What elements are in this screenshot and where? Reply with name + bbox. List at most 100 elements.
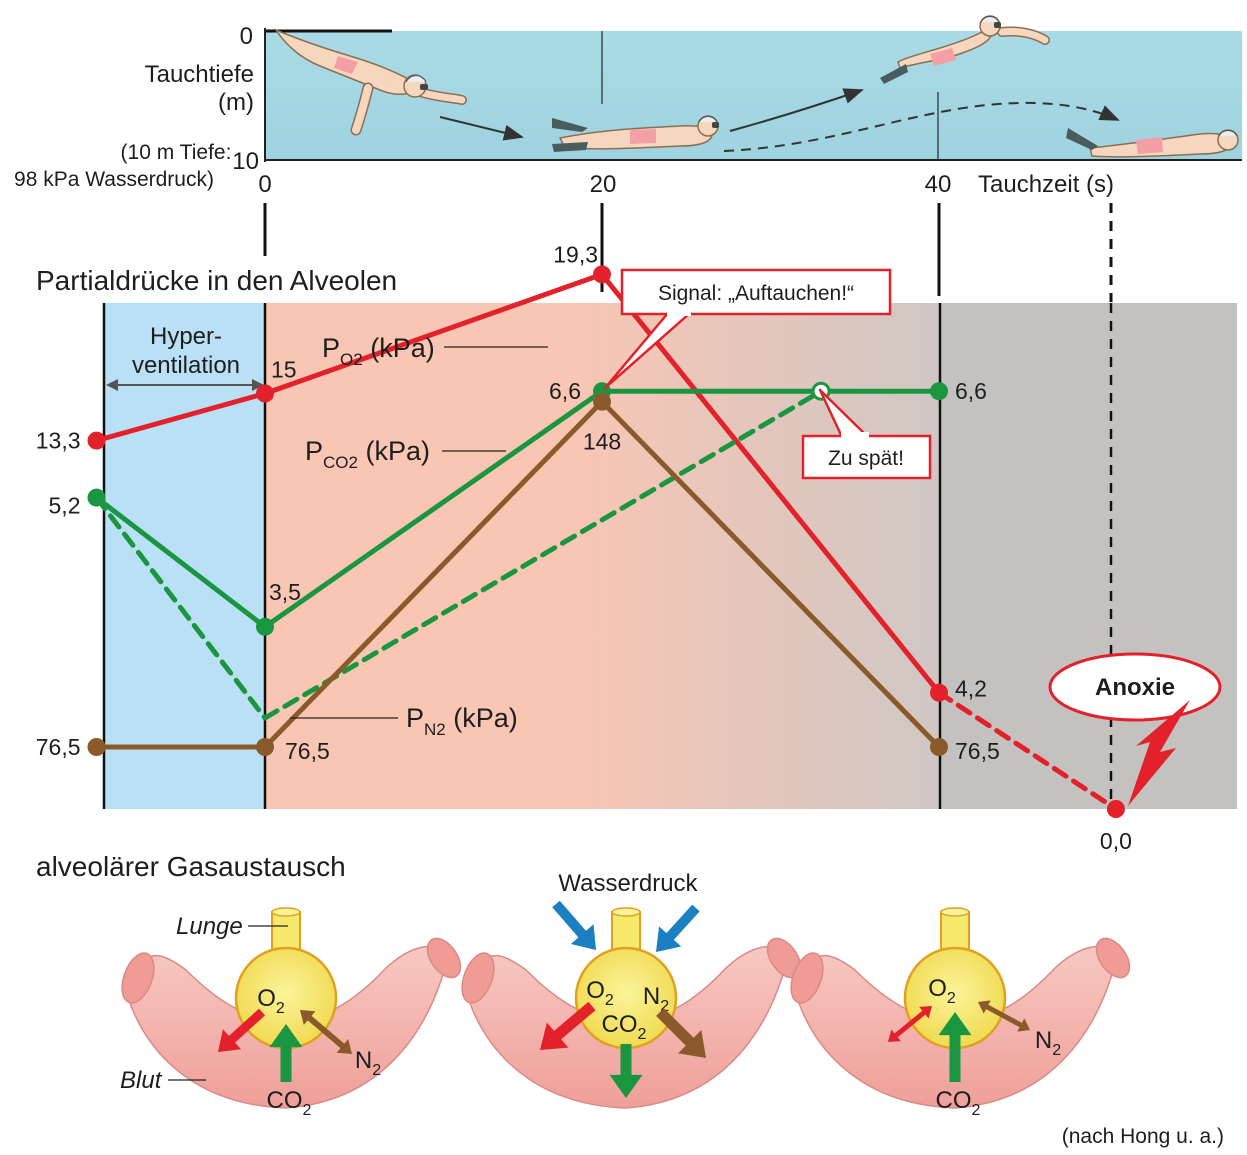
- series-layer: [94, 271, 1119, 812]
- hyperventilation-label-2: ventilation: [132, 352, 240, 379]
- anoxie-callout: Anoxie: [1048, 652, 1222, 806]
- co2-in-arrow-icon-3: [938, 1012, 972, 1082]
- depth-axis-unit: (m): [218, 89, 254, 116]
- depth-axis-label: Tauchtiefe: [145, 61, 254, 88]
- o2-out-arrow-icon: [218, 1008, 266, 1052]
- water-pressure-label: Wasserdruck: [558, 870, 698, 897]
- po2-kpa-point: [256, 384, 274, 403]
- lightning-arrow-icon: [1128, 700, 1190, 806]
- blut-label: Blut: [120, 1067, 163, 1094]
- anoxie-text: Anoxie: [1095, 674, 1175, 701]
- pn2-kpa-value-label: 76,5: [36, 734, 81, 760]
- alveolus-3: [790, 907, 1131, 1109]
- o2-out-arrow-icon-2: [540, 1001, 596, 1050]
- pn2-series-label: PN2 (kPa): [290, 703, 518, 739]
- pco2-kpa-value-label: 3,5: [269, 579, 301, 605]
- pn2-kpa-point: [930, 738, 948, 756]
- pn2-kpa-point: [256, 738, 274, 756]
- co2-label: CO2: [267, 1087, 312, 1119]
- po2-series-label: PO2 (kPa): [322, 333, 548, 369]
- po2-kpa-value-label: 19,3: [553, 241, 598, 267]
- time-tick-0: 0: [258, 171, 271, 198]
- pco2-kpa-point: [87, 488, 106, 507]
- pco2-kpa-value-label: 6,6: [955, 378, 987, 404]
- dive-depth-panel: 0 Tauchtiefe (m) 10 (10 m Tiefe: 98 kPa …: [14, 15, 1242, 198]
- pco2-kpa-value-label: 5,2: [49, 493, 81, 519]
- signal-text: Signal: „Auftauchen!“: [658, 282, 854, 305]
- pco2-kpa-segment: [262, 388, 605, 630]
- gas-exchange-title: alveolärer Gasaustausch: [36, 851, 346, 882]
- pco2-kpa-segment: [94, 495, 268, 630]
- pn2-kpa-point: [593, 392, 611, 411]
- pco2-kpa-value-label: 6,6: [549, 378, 581, 404]
- alveolus-1: [121, 907, 462, 1109]
- po2-kpa-point: [930, 683, 948, 702]
- po2-kpa-value-label: 15: [271, 357, 297, 383]
- pn2-kpa-value-label: 76,5: [285, 738, 330, 764]
- pco2-series-label: PCO2 (kPa): [305, 436, 506, 472]
- too-late-callout: Zu spät!: [801, 388, 932, 480]
- co2-label-2: CO2: [602, 1011, 647, 1043]
- po2-kpa-value-label: 0,0: [1100, 828, 1132, 854]
- co2-label-3: CO2: [936, 1087, 981, 1119]
- n2-exchange-arrow-icon-3: [978, 1000, 1030, 1032]
- hyperventilation-span-arrow-icon: [106, 379, 264, 391]
- po2-kpa-segment: [94, 391, 268, 444]
- o2-label-3: O2: [928, 975, 956, 1007]
- depth-note-1: (10 m Tiefe:: [121, 141, 232, 164]
- partial-pressure-title: Partialdrücke in den Alveolen: [36, 265, 397, 296]
- pn2-kpa-value-label: 148: [583, 429, 621, 455]
- po2-kpa-value-label: 4,2: [955, 676, 987, 702]
- depth-tick-10: 10: [232, 148, 259, 175]
- pn2-kpa-point: [87, 738, 106, 756]
- too-late-text: Zu spät!: [828, 447, 904, 470]
- points-layer: [87, 265, 1125, 818]
- partial-pressure-panel: Partialdrücke in den Alveolen Hyper- ven…: [36, 241, 1237, 854]
- o2-label-2: O2: [586, 977, 614, 1009]
- svg-text:PN2 (kPa): PN2 (kPa): [406, 703, 518, 739]
- o2-exchange-arrow-icon-3: [888, 1006, 932, 1042]
- water-pressure-right-arrow-icon: [656, 904, 700, 952]
- co2-out-arrow-icon-2: [609, 1044, 643, 1098]
- gas-exchange-panel: alveolärer Gasaustausch Wasserdruck O2CO…: [36, 851, 1224, 1148]
- po2-kpa-value-label: 13,3: [36, 428, 81, 454]
- po2-kpa-segment: [599, 271, 942, 696]
- svg-text:PCO2 (kPa): PCO2 (kPa): [305, 436, 430, 472]
- pco2-kpa-point: [256, 617, 274, 636]
- pn2-kpa-value-label: 76,5: [955, 738, 1000, 764]
- alveolus-2: [461, 907, 802, 1109]
- depth-tick-0: 0: [240, 23, 253, 50]
- svg-text:PO2 (kPa): PO2 (kPa): [322, 333, 435, 369]
- hyperventilation-label-1: Hyper-: [150, 323, 222, 350]
- n2-out-arrow-icon-2: [656, 1008, 706, 1058]
- diver-descending-icon: [274, 28, 467, 136]
- po2-kpa-segment: [936, 690, 1119, 812]
- depth-note-2: 98 kPa Wasserdruck): [14, 168, 214, 191]
- time-axis-label: Tauchzeit (s): [978, 171, 1114, 198]
- pco2-kpa-dashed-segment: [262, 388, 824, 721]
- signal-callout: Signal: „Auftauchen!“: [603, 268, 892, 390]
- value-labels-layer: 13,3 15 19,3 4,2 0,0 5,2 3,5 6,6 6,6 76,5 76,5 148 7…: [36, 241, 1132, 854]
- lunge-label: Lunge: [176, 913, 243, 940]
- po2-kpa-point: [1106, 800, 1125, 818]
- source-note: (nach Hong u. a.): [1062, 1125, 1224, 1148]
- po2-kpa-point: [593, 265, 611, 284]
- po2-kpa-segment: [262, 271, 605, 396]
- water-pressure-left-arrow-icon: [552, 900, 596, 950]
- co2-in-arrow-icon: [269, 1024, 303, 1082]
- diver-unconscious-icon: [1066, 128, 1239, 158]
- pn2-kpa-segment: [262, 399, 605, 750]
- diver-ascending-icon: [880, 15, 1050, 84]
- n2-label: N2: [355, 1047, 381, 1079]
- diver-at-depth-icon: [552, 115, 719, 152]
- pn2-kpa-segment: [599, 399, 942, 750]
- o2-label: O2: [257, 985, 285, 1017]
- n2-exchange-arrow-icon: [300, 1010, 352, 1054]
- pco2-kpa-point: [930, 382, 948, 401]
- po2-kpa-point: [87, 431, 106, 450]
- time-tick-20: 20: [590, 171, 617, 198]
- time-tick-40: 40: [925, 171, 952, 198]
- n2-label-2: N2: [643, 983, 669, 1015]
